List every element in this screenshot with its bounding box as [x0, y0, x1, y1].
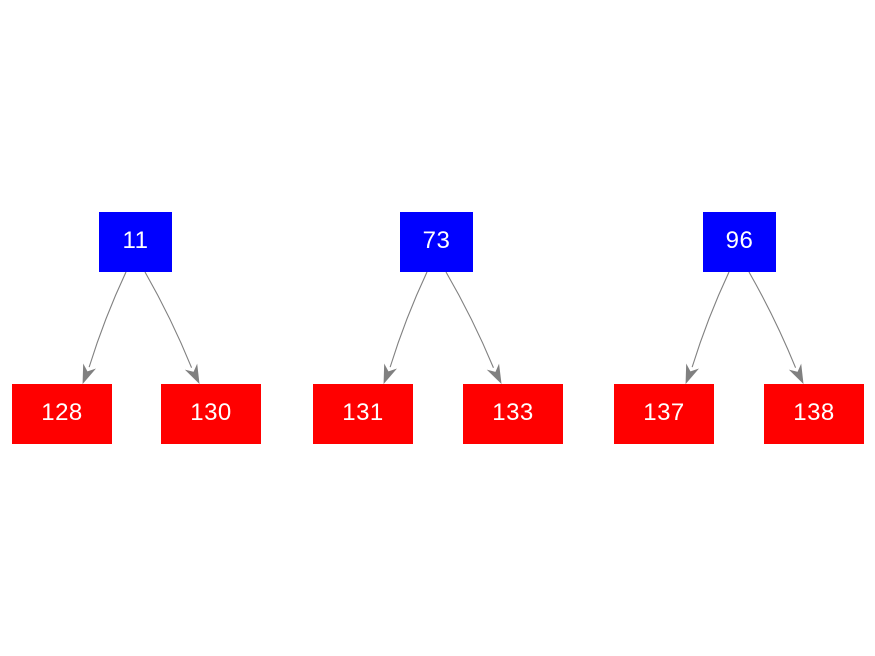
- node-label: 130: [190, 399, 232, 426]
- edge-line: [389, 271, 428, 368]
- node-child-3-2[interactable]: 138: [764, 384, 864, 444]
- node-child-1-1[interactable]: 128: [12, 384, 112, 444]
- arrowhead-icon: [486, 363, 502, 385]
- node-child-2-2[interactable]: 133: [463, 384, 563, 444]
- node-parent-2[interactable]: 73: [400, 212, 473, 272]
- edge-line: [88, 271, 127, 368]
- node-label: 131: [342, 399, 384, 426]
- node-label: 11: [122, 227, 149, 254]
- node-label: 73: [422, 227, 451, 254]
- arrowhead-icon: [184, 363, 200, 385]
- node-label: 128: [41, 399, 83, 426]
- edge-line: [144, 271, 193, 368]
- edge-line: [445, 271, 494, 368]
- arrowhead-icon: [383, 363, 398, 385]
- node-label: 137: [643, 399, 685, 426]
- node-child-2-1[interactable]: 131: [313, 384, 413, 444]
- node-child-3-1[interactable]: 137: [614, 384, 714, 444]
- node-child-1-2[interactable]: 130: [161, 384, 261, 444]
- edge-line: [748, 271, 797, 368]
- arrowhead-icon: [685, 363, 700, 385]
- node-label: 133: [492, 399, 534, 426]
- node-parent-3[interactable]: 96: [703, 212, 776, 272]
- arrowhead-icon: [788, 363, 804, 385]
- edge-line: [691, 271, 730, 368]
- node-label: 138: [793, 399, 835, 426]
- arrowhead-icon: [82, 363, 97, 385]
- node-label: 96: [725, 227, 754, 254]
- node-parent-1[interactable]: 11: [99, 212, 172, 272]
